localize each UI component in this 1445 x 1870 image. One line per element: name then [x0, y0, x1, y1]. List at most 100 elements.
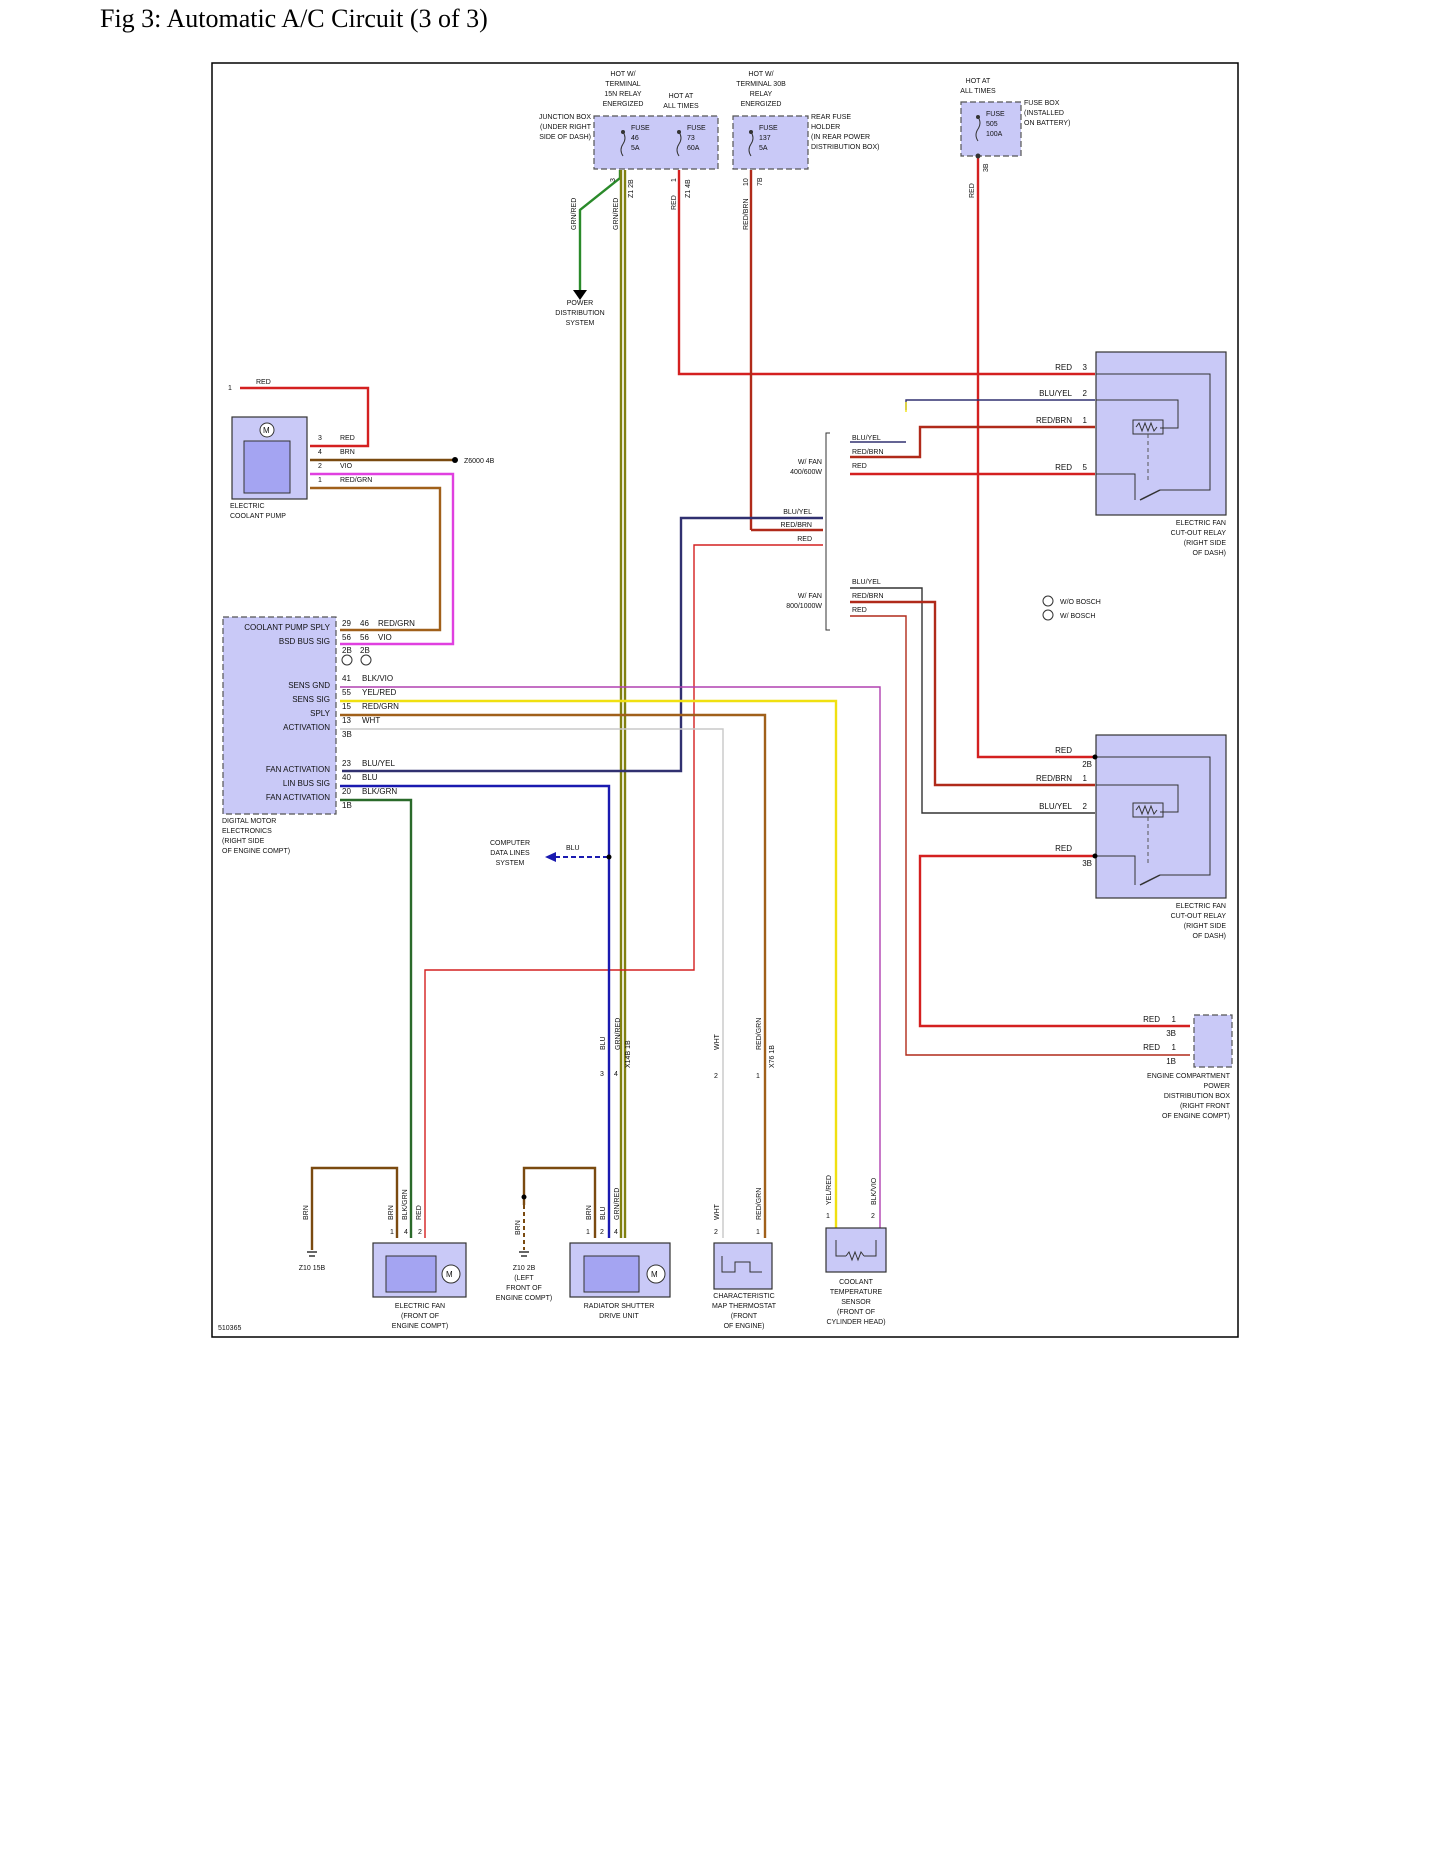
- legend-w-bosch: W/ BOSCH: [1060, 613, 1095, 620]
- relay2-pin: 3B: [1082, 859, 1092, 868]
- ecpdb-label: POWER: [1204, 1083, 1230, 1090]
- hot30-line: HOT W/: [748, 71, 773, 78]
- pin-label: 1: [826, 1213, 830, 1220]
- z10-2b-label: Z10 2B: [513, 1265, 536, 1272]
- hot15-line: HOT W/: [610, 71, 635, 78]
- fan-cutout-relay-1: [1095, 351, 1227, 516]
- relay2-label: (RIGHT SIDE: [1184, 923, 1227, 930]
- pin-label: 10: [743, 178, 750, 186]
- wire-label: BRN: [303, 1205, 310, 1220]
- dme-label: ELECTRONICS: [222, 828, 272, 835]
- fan400-label: W/ FAN: [798, 459, 822, 466]
- wires: [240, 156, 1190, 1250]
- ecpdb-wire: RED: [1143, 1015, 1160, 1024]
- dme-pin2: 56: [360, 633, 369, 642]
- hot15-line: 15N RELAY: [604, 91, 642, 98]
- dme-pin: 20: [342, 787, 351, 796]
- dme-pin: 56: [342, 633, 351, 642]
- dme-pin: 23: [342, 759, 351, 768]
- relay2-label: ELECTRIC FAN: [1176, 903, 1226, 910]
- conn-label: X76 1B: [769, 1045, 776, 1068]
- relay1-label: ELECTRIC FAN: [1176, 520, 1226, 527]
- electric-coolant-pump: M: [231, 416, 308, 500]
- figure-id: 510365: [218, 1325, 241, 1332]
- dme-label: (RIGHT SIDE: [222, 838, 265, 845]
- fuse73-text: 60A: [687, 145, 700, 152]
- pin-label: 1: [390, 1229, 394, 1236]
- dme-pin2: 46: [360, 619, 369, 628]
- pin-label: 4: [614, 1229, 618, 1236]
- hot15-line: TERMINAL: [605, 81, 641, 88]
- dme-pin: 55: [342, 688, 351, 697]
- fan800-wire: RED/BRN: [852, 593, 884, 600]
- dme-pin-name: ACTIVATION: [283, 723, 330, 732]
- fuse73-text: FUSE: [687, 125, 706, 132]
- ecpdb-label: DISTRIBUTION BOX: [1164, 1093, 1230, 1100]
- dme-box: [222, 616, 337, 815]
- wire-label: GRN/RED: [614, 1188, 621, 1220]
- z6000-splice: [452, 457, 458, 463]
- pump-pin: 2: [318, 463, 322, 470]
- fan400-wire: RED/BRN: [852, 449, 884, 456]
- pin-label: 2: [714, 1229, 718, 1236]
- dme-pin-name: LIN BUS SIG: [283, 779, 330, 788]
- dme-wire: RED/GRN: [362, 702, 399, 711]
- relay1-pin: 1: [1083, 416, 1088, 425]
- figure-title: Fig 3: Automatic A/C Circuit (3 of 3): [100, 4, 488, 33]
- fan-cutout-relay-2: [1095, 734, 1227, 899]
- pin-label: 2: [871, 1213, 875, 1220]
- relay2-wire: BLU/YEL: [1039, 802, 1072, 811]
- dme-wire: YEL/RED: [362, 688, 396, 697]
- hot30-line: TERMINAL 30B: [736, 81, 786, 88]
- fuse137-text: FUSE: [759, 125, 778, 132]
- fuse505-text: FUSE: [986, 111, 1005, 118]
- pin-label: 2: [600, 1229, 604, 1236]
- thermostat-label: CHARACTERISTIC: [713, 1293, 774, 1300]
- coolant-temp-sensor: [825, 1227, 887, 1273]
- dme-pin: 41: [342, 674, 351, 683]
- fan800-wire: BLU/YEL: [852, 579, 881, 586]
- dme-pin-name: BSD BUS SIG: [279, 637, 330, 646]
- junction-box-label: SIDE OF DASH): [539, 134, 591, 141]
- data-lines-label: DATA LINES: [490, 850, 530, 857]
- wire-label: BLK/GRN: [402, 1189, 409, 1220]
- fuse46-text: 5A: [631, 145, 640, 152]
- pump-pin: 4: [318, 449, 322, 456]
- diagram-frame: [211, 62, 1239, 1338]
- pin-label: 1: [756, 1229, 760, 1236]
- dme-label: DIGITAL MOTOR: [222, 818, 276, 825]
- rear-fuse-label: DISTRIBUTION BOX): [811, 144, 879, 151]
- dme-pin-name: SENS GND: [288, 681, 330, 690]
- fuse137-text: 5A: [759, 145, 768, 152]
- ecpdb-pin: 1: [1172, 1043, 1177, 1052]
- dme-conn: 3B: [342, 730, 352, 739]
- relay2-wire: RED: [1055, 746, 1072, 755]
- relay2-pin: 1: [1083, 774, 1088, 783]
- data-lines-wire: BLU: [566, 845, 580, 852]
- thermostat-label: OF ENGINE): [724, 1323, 765, 1330]
- fan800-label: 800/1000W: [786, 603, 822, 610]
- legend-symbols: [341, 595, 1054, 666]
- hotall2-line: ALL TIMES: [960, 88, 996, 95]
- ecpdb-pin: 1: [1172, 1015, 1177, 1024]
- dme-wire: RED/GRN: [378, 619, 415, 628]
- fuse46-text: 46: [631, 135, 639, 142]
- relay1-pin: 2: [1083, 389, 1088, 398]
- pump-wire-pin: 1: [228, 385, 232, 392]
- dme-pin-name: FAN ACTIVATION: [266, 793, 330, 802]
- dme-conn: 1B: [342, 801, 352, 810]
- dme-pin: 13: [342, 716, 351, 725]
- fan800-label: W/ FAN: [798, 593, 822, 600]
- fuse73-text: 73: [687, 135, 695, 142]
- pin-label: 4: [404, 1229, 408, 1236]
